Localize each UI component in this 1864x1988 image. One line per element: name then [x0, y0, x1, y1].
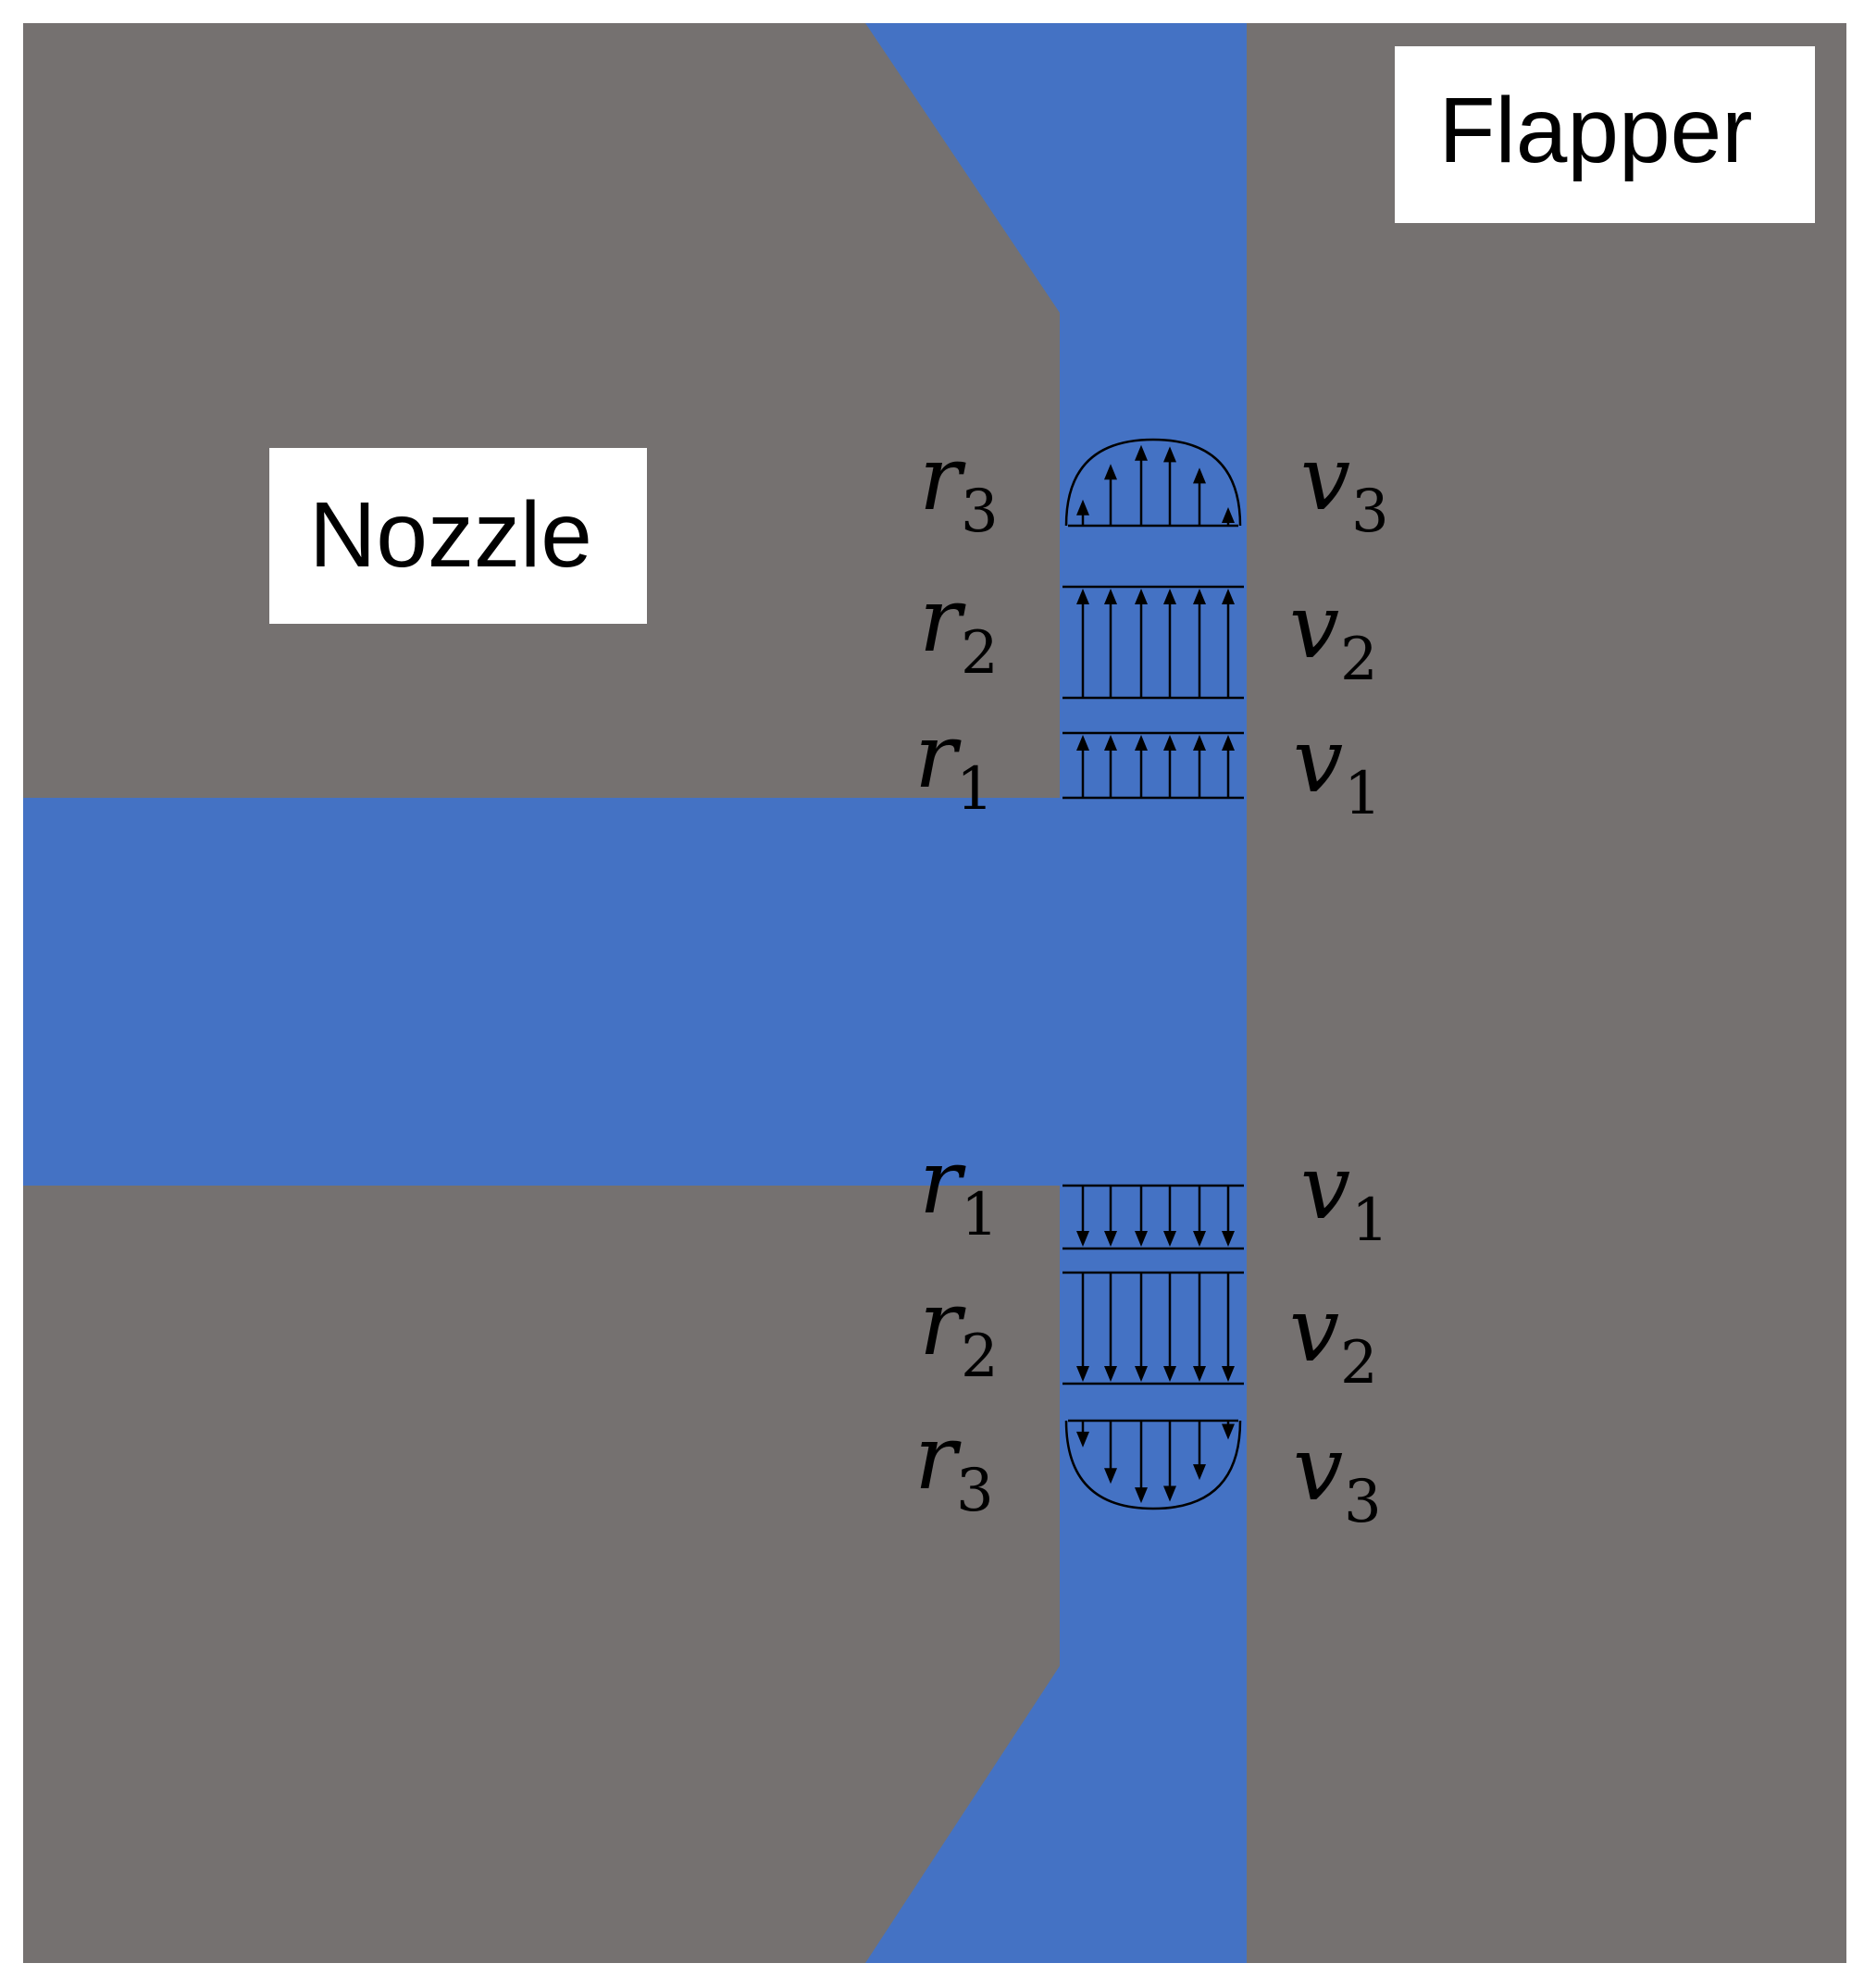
symbol-subscript: 2 — [961, 619, 999, 688]
symbol-r3-top: r 3 — [919, 427, 999, 546]
nozzle-upper-body — [23, 23, 1060, 798]
symbol-subscript: 1 — [956, 755, 994, 824]
symbol-letter: r — [914, 704, 962, 808]
nozzle-label-box — [269, 448, 647, 624]
profile-top-3-curve — [1064, 438, 1242, 527]
symbol-r2-bottom: r 2 — [919, 1272, 999, 1391]
profile-bottom-2-arrow-5-head — [1222, 1366, 1235, 1382]
profile-bottom-3-arrow-2-head — [1135, 1487, 1148, 1504]
symbol-letter: r — [919, 568, 966, 672]
symbol-letter: v — [1293, 1417, 1343, 1521]
symbol-subscript: 1 — [1351, 1187, 1389, 1255]
profile-top-2-arrow-3-head — [1163, 589, 1176, 604]
symbol-r2-top: r 2 — [919, 568, 999, 688]
profile-top-2-arrow-4-head — [1193, 589, 1206, 604]
symbol-subscript: 3 — [1351, 478, 1389, 546]
symbol-v1-top: v 1 — [1293, 709, 1382, 828]
symbol-subscript: 1 — [961, 1181, 999, 1249]
profile-bottom-1-arrow-4-head — [1193, 1231, 1206, 1247]
symbol-subscript: 2 — [961, 1323, 999, 1391]
flapper-label: Flapper — [1438, 79, 1752, 182]
symbol-subscript: 3 — [1344, 1468, 1382, 1536]
profile-bottom-1-arrow-3-head — [1163, 1231, 1176, 1247]
symbol-letter: r — [919, 1130, 966, 1234]
profile-top-3-arrow-5-head — [1222, 507, 1235, 524]
profile-top-2-arrow-0-head — [1076, 589, 1089, 604]
profile-top-2-arrow-2-head — [1135, 589, 1148, 604]
profile-bottom-3-arrow-3-head — [1163, 1485, 1176, 1502]
profile-bottom-3-curve — [1064, 1420, 1242, 1510]
profile-top-3-arrow-0-head — [1076, 499, 1089, 516]
flapper-label-box — [1395, 46, 1815, 223]
profile-bottom-2-arrow-1-head — [1104, 1366, 1117, 1382]
profile-bottom-3-arrow-5-head — [1222, 1423, 1235, 1440]
symbol-subscript: 3 — [956, 1457, 994, 1525]
profile-top-3-arrow-4-head — [1193, 467, 1206, 484]
profile-top-1-arrow-4-head — [1193, 735, 1206, 751]
symbol-v2-bottom: v 2 — [1289, 1278, 1378, 1398]
symbol-r1-bottom: r 1 — [919, 1130, 999, 1249]
profile-top-3-arrow-3-head — [1163, 446, 1176, 463]
nozzle-label: Nozzle — [309, 483, 592, 587]
symbol-letter: v — [1289, 575, 1339, 678]
profile-bottom-1-arrow-1-head — [1104, 1231, 1117, 1247]
flapper-body — [1247, 23, 1846, 1963]
profile-bottom-3-arrow-0-head — [1076, 1431, 1089, 1448]
profile-bottom-2-arrow-3-head — [1163, 1366, 1176, 1382]
profile-top-1-arrow-0-head — [1076, 735, 1089, 751]
profile-top-2-arrow-5-head — [1222, 589, 1235, 604]
symbol-v2-top: v 2 — [1289, 575, 1378, 694]
symbol-v1-bottom: v 1 — [1300, 1136, 1389, 1255]
profile-top-1-arrow-5-head — [1222, 735, 1235, 751]
profile-top-1-arrow-2-head — [1135, 735, 1148, 751]
profile-top-2-arrow-1-head — [1104, 589, 1117, 604]
symbol-subscript: 3 — [961, 478, 999, 546]
symbol-subscript: 2 — [1340, 1329, 1378, 1398]
symbol-v3-top: v 3 — [1300, 427, 1389, 546]
symbol-letter: r — [919, 1272, 966, 1375]
profile-bottom-2-arrow-2-head — [1135, 1366, 1148, 1382]
profile-top-1-arrow-3-head — [1163, 735, 1176, 751]
velocity-profiles — [1062, 438, 1244, 1510]
profile-top-3-arrow-1-head — [1104, 464, 1117, 480]
symbol-letter: v — [1293, 709, 1343, 813]
nozzle-lower-body — [23, 1186, 1060, 1963]
profile-bottom-3-arrow-4-head — [1193, 1464, 1206, 1481]
symbol-r1-top: r 1 — [914, 704, 994, 824]
profile-bottom-2-arrow-0-head — [1076, 1366, 1089, 1382]
symbol-letter: v — [1300, 1136, 1350, 1239]
symbol-letter: r — [919, 427, 966, 530]
profile-bottom-3-arrow-1-head — [1104, 1468, 1117, 1485]
profile-bottom-1-arrow-5-head — [1222, 1231, 1235, 1247]
symbol-subscript: 1 — [1344, 760, 1382, 828]
symbol-v3-bottom: v 3 — [1293, 1417, 1382, 1536]
profile-bottom-1-arrow-0-head — [1076, 1231, 1089, 1247]
profile-bottom-1-arrow-2-head — [1135, 1231, 1148, 1247]
profile-bottom-2-arrow-4-head — [1193, 1366, 1206, 1382]
symbol-r3-bottom: r 3 — [914, 1406, 994, 1525]
symbol-letter: v — [1289, 1278, 1339, 1382]
profile-top-3-arrow-2-head — [1135, 444, 1148, 461]
symbol-letter: r — [914, 1406, 962, 1510]
symbol-subscript: 2 — [1340, 626, 1378, 694]
profile-top-1-arrow-1-head — [1104, 735, 1117, 751]
symbol-letter: v — [1300, 427, 1350, 530]
